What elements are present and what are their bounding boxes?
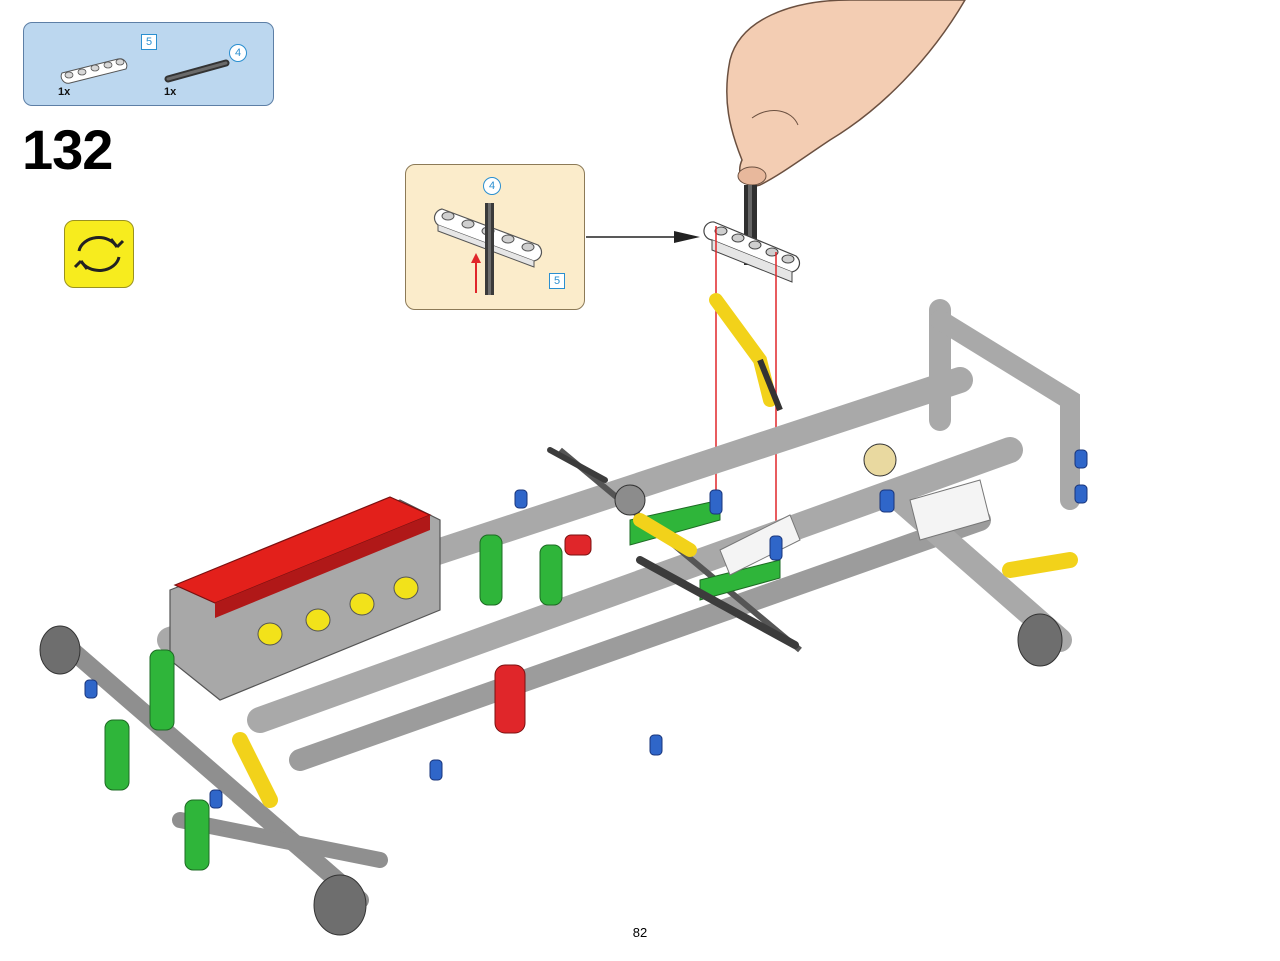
gear bbox=[614, 484, 646, 516]
green-liftarms bbox=[104, 499, 781, 871]
liftarm-length-badge: 5 bbox=[141, 34, 157, 50]
red-connector bbox=[494, 664, 526, 734]
axle-quantity: 1x bbox=[164, 86, 177, 98]
chassis-frame bbox=[51, 299, 1080, 909]
yellow-axle-connector bbox=[633, 513, 697, 557]
blue-pins bbox=[84, 449, 1088, 809]
callout-axle-length-badge: 4 bbox=[483, 177, 501, 195]
callout-assembly-illustration bbox=[433, 203, 543, 295]
liftarm-quantity: 1x bbox=[58, 86, 71, 98]
white-tube bbox=[719, 514, 801, 576]
long-axle bbox=[636, 556, 799, 649]
hand-illustration bbox=[726, 0, 966, 187]
axle-length-badge: 4 bbox=[229, 44, 247, 62]
sub-assembly-callout: 4 5 bbox=[405, 164, 585, 310]
step-number: 132 bbox=[22, 118, 113, 181]
engine-block bbox=[169, 496, 441, 701]
axle-4-part bbox=[164, 59, 236, 85]
rotate-model-icon bbox=[73, 236, 125, 272]
page-number: 82 bbox=[632, 925, 648, 940]
shock-absorber bbox=[709, 293, 777, 407]
rotate-model-indicator bbox=[64, 220, 134, 288]
liftarm-5-icon bbox=[60, 58, 128, 84]
axle-4-icon bbox=[164, 59, 230, 83]
liftarm-5-part bbox=[56, 55, 136, 85]
wheel-hubs bbox=[39, 613, 1063, 936]
parts-list-panel: 5 1x 4 1x bbox=[23, 22, 274, 106]
callout-liftarm-length-badge: 5 bbox=[549, 273, 565, 289]
